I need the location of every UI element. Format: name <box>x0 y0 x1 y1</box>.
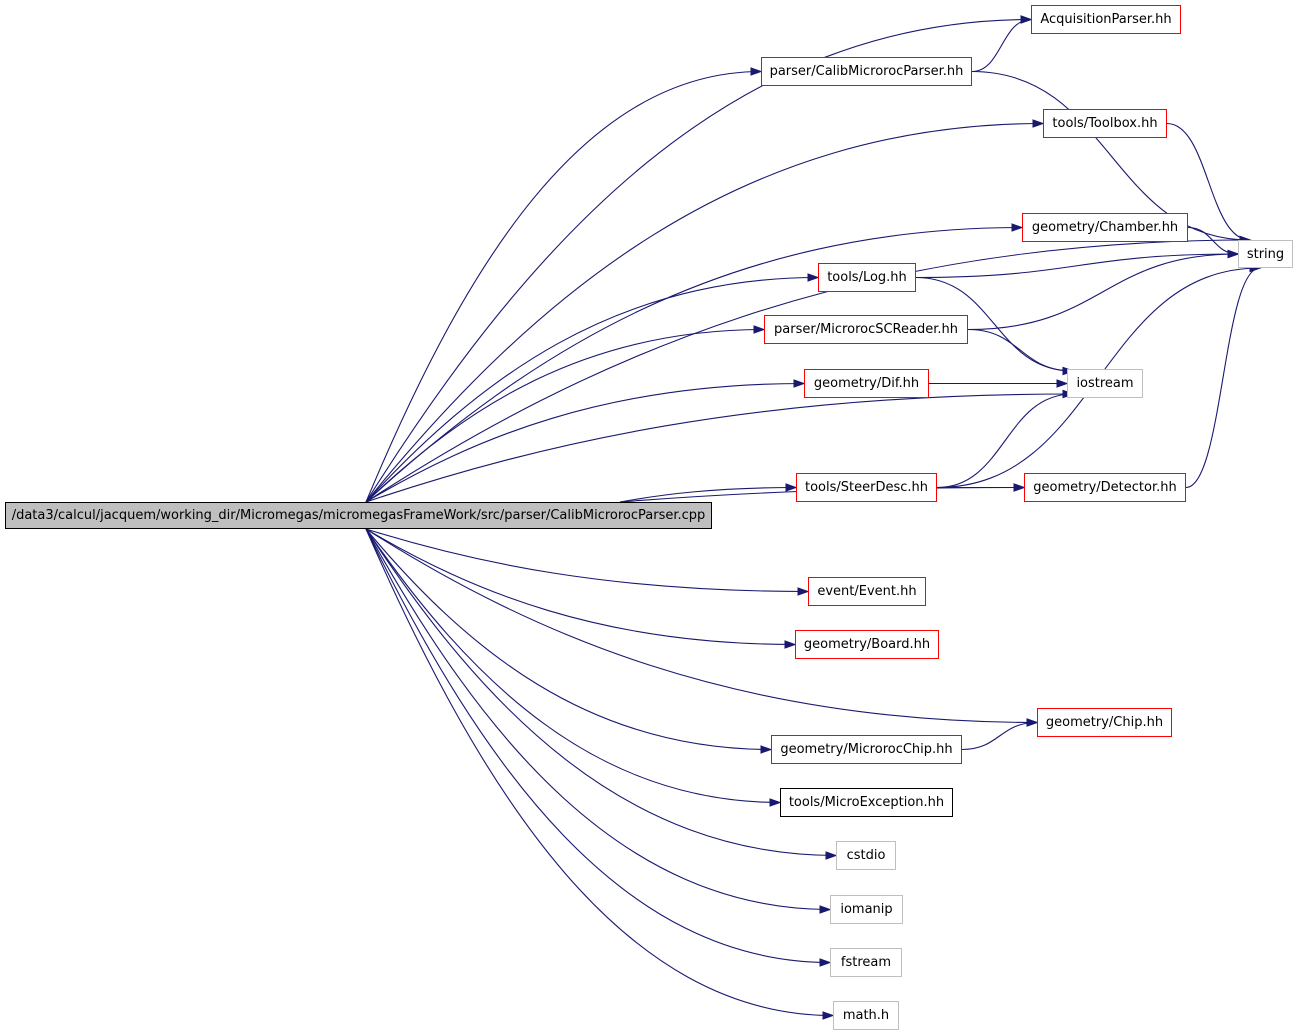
edge-calib-microroc-parser-to-string <box>971 70 1251 241</box>
arrowhead-root-to-microroc-chip <box>760 745 773 754</box>
node-micro-exception[interactable]: tools/MicroException.hh <box>780 788 953 817</box>
arrowhead-root-to-board <box>784 640 797 649</box>
edge-root-to-iostream <box>365 393 1074 503</box>
arrowhead-calib-microroc-parser-to-acquisition-parser <box>1020 15 1033 24</box>
node-calib-microroc-parser[interactable]: parser/CalibMicrorocParser.hh <box>761 57 972 86</box>
edge-root-to-event <box>365 528 809 593</box>
node-acquisition-parser[interactable]: AcquisitionParser.hh <box>1031 5 1181 34</box>
arrowhead-dif-to-iostream <box>1056 379 1069 388</box>
edge-calib-microroc-parser-to-acquisition-parser <box>971 18 1032 73</box>
node-dif[interactable]: geometry/Dif.hh <box>804 369 929 398</box>
node-event[interactable]: event/Event.hh <box>808 577 926 606</box>
node-iomanip[interactable]: iomanip <box>830 895 903 924</box>
arrowhead-microroc-chip-to-chip <box>1026 718 1039 727</box>
root-file-node[interactable]: /data3/calcul/jacquem/working_dir/Microm… <box>5 502 712 529</box>
arrowhead-root-to-chamber <box>1011 223 1024 232</box>
arrowhead-root-to-microroc-sc-reader <box>753 325 766 334</box>
edge-root-to-chamber <box>365 226 1023 503</box>
node-chip[interactable]: geometry/Chip.hh <box>1037 708 1172 737</box>
arrowhead-root-to-event <box>797 587 810 596</box>
node-toolbox[interactable]: tools/Toolbox.hh <box>1043 109 1167 138</box>
edge-steer-desc-to-iostream <box>936 393 1074 489</box>
edge-log-to-string <box>915 253 1239 279</box>
arrowhead-root-to-iomanip <box>819 905 832 914</box>
arrowhead-root-to-cstdio <box>825 851 838 860</box>
arrowhead-root-to-dif <box>793 379 806 388</box>
edge-root-to-iomanip <box>365 528 831 911</box>
edge-root-to-microroc-sc-reader <box>365 328 765 503</box>
edge-root-to-chip <box>365 528 1038 724</box>
arrowhead-root-to-micro-exception <box>769 798 782 807</box>
arrowhead-root-to-fstream <box>819 958 832 967</box>
arrowhead-root-to-steer-desc <box>785 483 798 492</box>
edge-root-to-board <box>365 528 796 646</box>
node-chamber[interactable]: geometry/Chamber.hh <box>1022 213 1188 242</box>
arrowhead-root-to-calib-microroc-parser <box>750 67 763 76</box>
arrowhead-microroc-sc-reader-to-string <box>1227 249 1240 259</box>
node-iostream[interactable]: iostream <box>1067 369 1143 398</box>
edge-root-to-micro-exception <box>365 528 781 804</box>
edge-root-to-steer-desc <box>619 486 797 503</box>
edge-root-to-microroc-chip <box>365 528 772 751</box>
node-fstream[interactable]: fstream <box>830 948 902 977</box>
arrowhead-root-to-log <box>807 273 820 282</box>
edge-detector-to-string <box>1185 267 1261 489</box>
edge-microroc-sc-reader-to-iostream <box>967 328 1074 372</box>
edge-root-to-cstdio <box>365 528 837 857</box>
edge-root-to-string <box>365 239 1251 503</box>
edge-root-to-fstream <box>365 528 831 964</box>
node-math[interactable]: math.h <box>833 1001 899 1030</box>
edge-root-to-log <box>365 276 819 503</box>
node-log[interactable]: tools/Log.hh <box>818 263 916 292</box>
edge-root-to-acquisition-parser <box>365 18 1032 503</box>
edge-toolbox-to-string <box>1166 122 1251 241</box>
node-board[interactable]: geometry/Board.hh <box>795 630 939 659</box>
node-steer-desc[interactable]: tools/SteerDesc.hh <box>796 473 937 502</box>
edge-root-to-toolbox <box>365 122 1044 503</box>
edge-microroc-sc-reader-to-string <box>967 253 1239 331</box>
arrowhead-root-to-math <box>822 1011 835 1020</box>
node-detector[interactable]: geometry/Detector.hh <box>1024 473 1186 502</box>
edge-root-to-calib-microroc-parser <box>365 70 762 503</box>
node-string[interactable]: string <box>1238 240 1293 268</box>
edge-root-to-math <box>365 528 834 1017</box>
node-microroc-sc-reader[interactable]: parser/MicrorocSCReader.hh <box>764 315 968 344</box>
arrowhead-steer-desc-to-detector <box>1013 483 1026 492</box>
arrowhead-root-to-toolbox <box>1032 119 1045 128</box>
node-cstdio[interactable]: cstdio <box>836 841 896 870</box>
edge-root-to-dif <box>365 382 805 503</box>
node-microroc-chip[interactable]: geometry/MicrorocChip.hh <box>771 735 962 764</box>
edge-microroc-chip-to-chip <box>961 721 1038 751</box>
